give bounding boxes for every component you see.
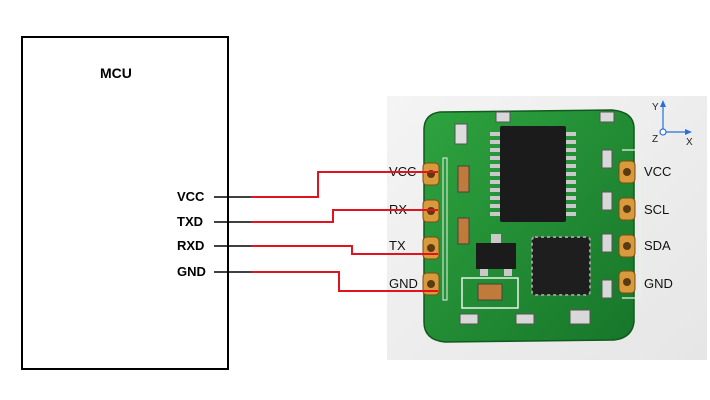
main-chip-body [500, 126, 566, 222]
wire-vcc [251, 171, 438, 198]
capacitor [601, 149, 613, 169]
axis-z-origin-icon [659, 128, 667, 136]
main-chip-pins-left [490, 132, 500, 216]
pad-hole [623, 242, 631, 250]
capacitor [457, 217, 470, 245]
capacitor [477, 283, 503, 301]
pad-hole [623, 278, 631, 286]
wire-rxd-tx [251, 245, 438, 255]
right-pads [618, 160, 636, 294]
capacitor [601, 233, 613, 253]
mcu-pin-gnd: GND [177, 264, 206, 279]
pad-hole [427, 244, 435, 252]
axis-indicator: Y Z X [652, 100, 693, 148]
module-pin-right-vcc: VCC [644, 164, 671, 179]
axis-z-label: Z [652, 134, 658, 145]
wire-txd-rx [251, 209, 438, 223]
capacitor [601, 191, 613, 211]
sensor-module-photo: VCC RX TX GND VCC SCL SDA GND Y Z X [387, 96, 707, 360]
resistor [515, 313, 535, 325]
capacitor [457, 165, 470, 193]
mcu-block: MCU VCC TXD RXD GND [21, 36, 251, 370]
resistor [459, 313, 479, 325]
mcu-pin-txd: TXD [177, 214, 203, 229]
silkscreen-left [442, 157, 448, 301]
module-pin-left-gnd: GND [389, 276, 418, 291]
pad-hole [623, 205, 631, 213]
main-chip [490, 126, 576, 222]
capacitor [601, 279, 613, 299]
passive-components [454, 111, 615, 325]
pad-hole [623, 168, 631, 176]
silkscreen-right [622, 149, 641, 299]
module-pin-right-gnd: GND [644, 276, 673, 291]
sensor-chip-body [531, 236, 591, 296]
sensor-chip [531, 236, 591, 296]
crystal-frame [461, 277, 519, 309]
axis-x-arrow-icon [685, 129, 692, 135]
mcu-pin-vcc: VCC [177, 189, 205, 204]
module-pin-right-scl: SCL [644, 202, 669, 217]
module-pin-left-tx: TX [389, 238, 406, 253]
module-pin-right-sda: SDA [644, 238, 671, 253]
small-chip-pin [504, 269, 512, 276]
capacitor [454, 123, 468, 145]
axis-x-label: X [686, 137, 693, 148]
axis-y-arrow-icon [660, 100, 666, 107]
small-chip-pin [491, 234, 501, 243]
small-chip-pin [480, 269, 488, 276]
resistor [569, 309, 591, 325]
main-chip-pins-right [566, 132, 576, 216]
axis-y-label: Y [652, 102, 659, 113]
resistor [495, 111, 511, 123]
wire-gnd [251, 271, 438, 292]
resistor [599, 111, 615, 123]
mcu-title: MCU [100, 65, 132, 81]
mcu-pin-rxd: RXD [177, 238, 204, 253]
mcu-box [21, 36, 229, 370]
pad-hole [427, 280, 435, 288]
small-chip [476, 243, 516, 269]
wires [251, 171, 438, 292]
